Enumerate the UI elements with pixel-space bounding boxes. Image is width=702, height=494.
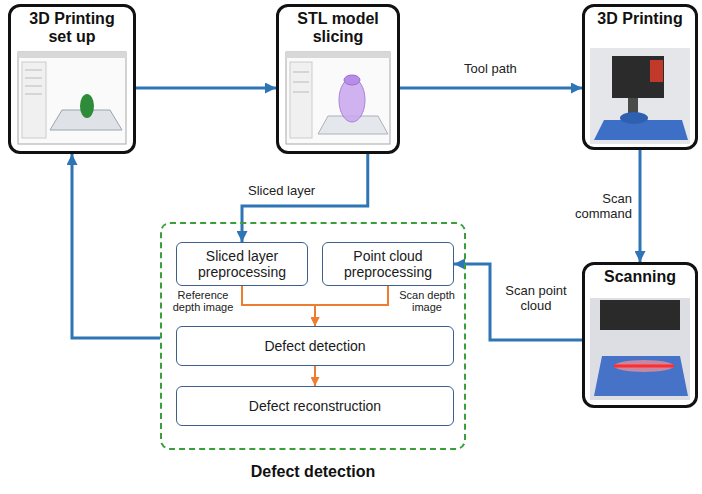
- panel-line: [25, 78, 42, 79]
- laser-glow: [614, 360, 674, 372]
- panel-line: [25, 70, 42, 71]
- connector-label: Sliced layer: [248, 184, 358, 199]
- process-box: 3D Printing: [582, 4, 698, 150]
- window-frame: [286, 52, 390, 144]
- panel-line: [25, 94, 42, 95]
- process-box: Defect detection: [176, 326, 454, 366]
- window-titlebar: [18, 52, 126, 58]
- flow-arrow: [242, 154, 368, 242]
- photo-ground: [590, 298, 690, 400]
- connector-label: Scan depth image: [394, 289, 460, 314]
- flow-arrow: [314, 366, 316, 386]
- settings-panel: [22, 62, 46, 138]
- flow-arrow: [400, 87, 582, 90]
- process-box: Defect reconstruction: [176, 386, 454, 426]
- box-label: Sliced layer preprocessing: [183, 248, 301, 280]
- flow-arrow: [639, 150, 642, 262]
- process-box: Point cloud preprocessing: [322, 242, 454, 286]
- settings-panel: [290, 62, 312, 138]
- process-box: Sliced layer preprocessing: [176, 242, 308, 286]
- box-label: Point cloud preprocessing: [329, 248, 447, 280]
- group-heading: Defect detection: [162, 462, 464, 481]
- group-region: Sliced layer preprocessing Point cloud pr…: [160, 222, 466, 450]
- panel-line: [293, 92, 309, 93]
- process-box: 3D Printing set up: [8, 4, 136, 154]
- box-label: 3D Printing: [597, 10, 682, 28]
- panel-line: [25, 86, 42, 87]
- photo-ground: [590, 48, 690, 144]
- laser-line: [614, 365, 674, 368]
- sliced-model-top: [344, 75, 360, 85]
- window-titlebar: [286, 52, 390, 58]
- connector-label: Tool path: [464, 62, 564, 77]
- window-frame: [18, 52, 126, 144]
- panel-line: [293, 82, 309, 83]
- box-label: Defect detection: [264, 338, 365, 354]
- connector-label: Scan command: [560, 192, 632, 222]
- setup-screenshot: [18, 52, 126, 144]
- connector-label: Scan point cloud: [496, 284, 576, 314]
- panel-line: [293, 72, 309, 73]
- box-label: 3D Printing set up: [19, 10, 125, 47]
- slicing-screenshot: [286, 52, 390, 144]
- box-label: Scanning: [604, 268, 676, 286]
- flow-arrow: [242, 286, 315, 326]
- box-label: Defect reconstruction: [249, 398, 381, 414]
- print-head: [612, 56, 664, 98]
- flow-arrow: [136, 87, 276, 90]
- scanner-photo: [590, 298, 690, 400]
- flow-arrow: [72, 154, 160, 338]
- model-shape: [80, 94, 94, 118]
- laser-scanner: [600, 300, 680, 330]
- printed-part: [620, 112, 648, 124]
- print-head-accent: [650, 60, 663, 82]
- process-box: Scanning: [582, 262, 698, 408]
- process-box: STL model slicing: [276, 4, 400, 154]
- scanned-plate: [594, 356, 688, 396]
- nozzle: [628, 98, 638, 114]
- connector-label: Reference depth image: [170, 289, 236, 314]
- flow-arrow: [454, 264, 582, 340]
- flow-arrow: [315, 286, 388, 326]
- printer-photo: [590, 48, 690, 144]
- box-label: STL model slicing: [287, 10, 389, 47]
